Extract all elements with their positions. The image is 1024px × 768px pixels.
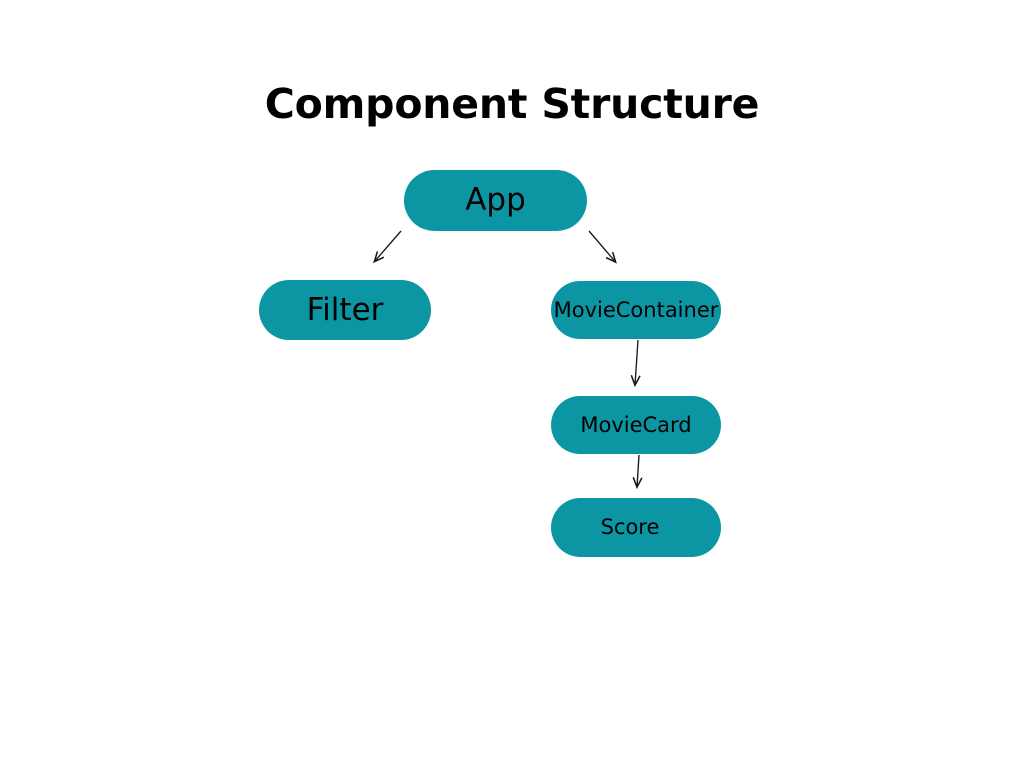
node-filter-label: Filter: [306, 291, 384, 328]
page-title: Component Structure: [264, 80, 760, 128]
node-app-label: App: [465, 182, 526, 218]
node-score-label: Score: [600, 515, 660, 539]
node-moviecontainer[interactable]: MovieContainer: [551, 281, 721, 339]
edge-app-to-filter: [375, 230, 402, 262]
edge-moviecontainer-to-moviecard: [635, 339, 638, 385]
node-app[interactable]: App: [404, 170, 587, 231]
node-score[interactable]: Score: [551, 498, 721, 557]
edge-app-to-moviecontainer: [588, 230, 616, 262]
node-moviecard[interactable]: MovieCard: [551, 396, 721, 454]
node-moviecontainer-label: MovieContainer: [553, 297, 719, 322]
node-filter[interactable]: Filter: [259, 280, 431, 340]
node-moviecard-label: MovieCard: [580, 412, 692, 437]
edge-moviecard-to-score: [637, 454, 639, 487]
